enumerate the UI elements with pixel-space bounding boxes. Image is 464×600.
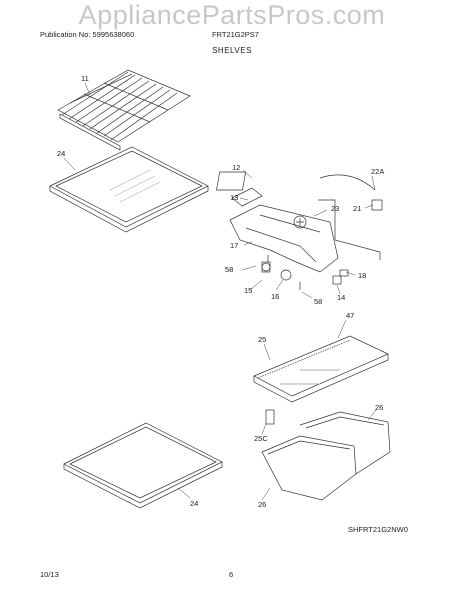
- part-label-15: 15: [244, 286, 253, 295]
- part-label-18: 18: [358, 271, 367, 280]
- part-label-58-left: 58: [225, 265, 234, 274]
- part-label-17: 17: [230, 241, 239, 250]
- crisper-cover-assembly: [216, 171, 383, 290]
- part-label-23: 23: [331, 204, 340, 213]
- publication-number: Publication No: 5995638060: [40, 30, 135, 39]
- part-label-11: 11: [81, 74, 89, 83]
- section-title: SHELVES: [212, 46, 252, 55]
- part-label-58-right: 58: [314, 297, 323, 306]
- part-label-25c: 25C: [254, 434, 268, 443]
- part-label-13: 13: [230, 193, 239, 202]
- part-label-12: 12: [232, 163, 241, 172]
- part-label-22a: 22A: [371, 167, 385, 176]
- part-label-21: 21: [353, 204, 362, 213]
- part-label-24-top: 24: [57, 149, 66, 158]
- part-label-26-bottom: 26: [258, 500, 267, 509]
- part-label-14: 14: [337, 293, 346, 302]
- wire-shelf: [57, 69, 191, 151]
- model-number: FRT21G2PS7: [212, 30, 259, 39]
- glass-shelf-bottom: [63, 422, 223, 509]
- crisper-glass-shelf: [253, 335, 389, 403]
- glass-shelf-top: [49, 146, 209, 233]
- part-label-24-bottom: 24: [190, 499, 199, 508]
- diagram-code: SHFRT21G2NW0: [348, 525, 408, 534]
- part-label-25: 25: [258, 335, 267, 344]
- part-label-47: 47: [346, 311, 355, 320]
- part-label-16: 16: [271, 292, 280, 301]
- watermark: AppliancePartsPros.com: [78, 0, 386, 30]
- crisper-drawers: [261, 409, 391, 501]
- page-number: 6: [229, 570, 234, 579]
- footer-date: 10/13: [40, 570, 59, 579]
- part-label-26-top: 26: [375, 403, 384, 412]
- leader-lines: [63, 82, 377, 501]
